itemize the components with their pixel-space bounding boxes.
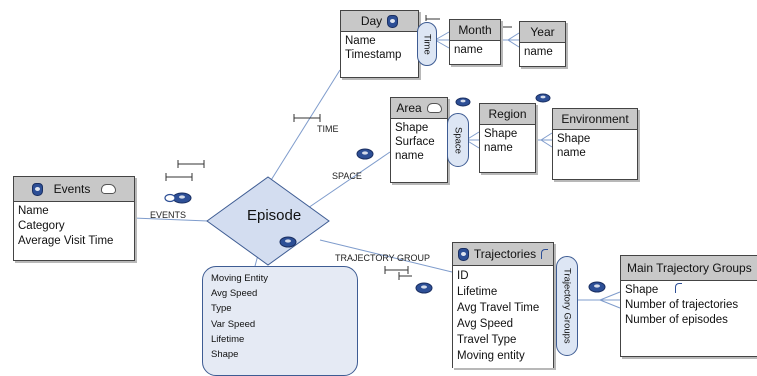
entity-year-title: Year [530, 25, 555, 39]
entity-area-header: Area [391, 98, 447, 119]
attribute: Lifetime [211, 333, 245, 345]
connector-time [267, 69, 341, 186]
entity-main-groups-attributes: Shape Number of trajectories Number of e… [621, 281, 757, 330]
cloud-icon [426, 103, 442, 113]
entity-month-header: Month [450, 20, 500, 41]
connector-trajectory-group [319, 239, 453, 273]
entity-region-attributes: Shape name [480, 125, 535, 157]
attribute: Travel Type [457, 334, 517, 346]
attribute: name [395, 150, 424, 163]
attribute: Average Visit Time [18, 235, 114, 247]
attribute: ID [457, 270, 469, 282]
database-icon [387, 14, 399, 28]
hierarchy-trajectory-groups-pill: Trajectory Groups [556, 256, 578, 356]
attribute: Avg Travel Time [457, 302, 540, 314]
entity-environment-header: Environment [553, 109, 637, 130]
entity-day-header: Day [341, 11, 418, 32]
database-icon [457, 247, 469, 261]
episode-title: Episode [247, 207, 302, 224]
attribute: name [557, 147, 586, 160]
attribute: Lifetime [457, 286, 498, 298]
attribute: Timestamp [345, 49, 402, 62]
relationship-label-time: TIME [317, 124, 339, 134]
entity-area-title: Area [396, 101, 422, 115]
entity-trajectories[interactable]: Trajectories ID Lifetime Avg Travel Time… [452, 242, 554, 368]
attribute: Moving Entity [211, 273, 269, 284]
attribute: name [484, 142, 513, 155]
hook-icon [541, 249, 549, 259]
attribute: Moving entity [457, 350, 525, 362]
entity-year-header: Year [520, 22, 565, 43]
connector-layer [132, 15, 621, 309]
hierarchy-trajectory-groups-label: Trajectory Groups [561, 268, 573, 344]
entity-region-title: Region [488, 107, 527, 121]
entity-year-attributes: name [520, 43, 565, 61]
attribute: Name [345, 35, 376, 47]
hierarchy-space-label: Space [452, 126, 464, 154]
attribute: name [454, 44, 483, 56]
entity-events-title: Events [53, 182, 91, 196]
hierarchy-space-pill: Space [447, 113, 469, 167]
attribute: name [524, 46, 553, 58]
entity-trajectories-header: Trajectories [453, 243, 553, 266]
database-icon [31, 182, 43, 196]
entity-area-attributes: Shape Surface name [391, 119, 447, 166]
attribute: Avg Speed [211, 288, 258, 300]
entity-region-header: Region [480, 104, 535, 125]
entity-month[interactable]: Month name [449, 19, 501, 65]
episode-attributes: Moving Entity Avg Speed Type Var Speed L… [202, 266, 358, 376]
entity-events-header: Events [14, 177, 134, 202]
entity-events-attributes: Name Category Average Visit Time [14, 202, 134, 251]
relationship-label-events: EVENTS [150, 210, 187, 220]
entity-trajectories-title: Trajectories [473, 247, 537, 261]
attribute: Shape [625, 283, 754, 298]
entity-month-attributes: name [450, 41, 500, 59]
hierarchy-time-label: Time [421, 33, 433, 55]
entity-month-title: Month [458, 23, 492, 37]
attribute: Avg Speed [457, 318, 514, 330]
attribute: Shape [557, 133, 591, 145]
entity-day-title: Day [360, 14, 383, 28]
episode-diamond [206, 176, 330, 266]
attribute: Category [18, 220, 65, 232]
diagram-canvas: Episode TIME SPACE EVENTS TRAJECTORY GRO… [13, 10, 757, 376]
cloud-icon [101, 184, 117, 194]
hook-icon [675, 283, 683, 293]
attribute: Name [18, 205, 49, 217]
entity-main-groups-header: Main Trajectory Groups [621, 256, 757, 281]
entity-main-groups-title: Main Trajectory Groups [627, 261, 752, 275]
connector-space [304, 151, 391, 211]
attribute: Type [211, 303, 232, 315]
entity-trajectories-attributes: ID Lifetime Avg Travel Time Avg Speed Tr… [453, 266, 553, 366]
entity-region[interactable]: Region Shape name [479, 103, 536, 173]
entity-day-attributes: Name Timestamp [341, 32, 418, 64]
attribute: Number of trajectories [625, 299, 739, 311]
entity-environment-title: Environment [561, 112, 629, 126]
entity-environment-attributes: Shape name [553, 130, 637, 162]
attribute: Shape [395, 122, 429, 134]
interval-markers [165, 15, 512, 280]
entity-environment[interactable]: Environment Shape name [552, 108, 638, 180]
entity-events[interactable]: Events Name Category Average Visit Time [13, 176, 135, 261]
attribute: Shape [211, 349, 239, 361]
entity-year[interactable]: Year name [519, 21, 566, 67]
attribute: Surface [395, 136, 435, 149]
attribute: Number of episodes [625, 314, 728, 326]
connector-events [132, 217, 209, 222]
entity-main-trajectory-groups[interactable]: Main Trajectory Groups Shape Number of t… [620, 255, 757, 357]
attribute: Var Speed [211, 318, 256, 330]
entity-day[interactable]: Day Name Timestamp [340, 10, 419, 78]
entity-area[interactable]: Area Shape Surface name [390, 97, 448, 183]
attribute: Shape [484, 128, 518, 140]
hierarchy-time-pill: Time [417, 22, 437, 66]
relationship-label-trajectory-group: TRAJECTORY GROUP [335, 253, 431, 263]
relationship-label-space: SPACE [332, 171, 362, 181]
